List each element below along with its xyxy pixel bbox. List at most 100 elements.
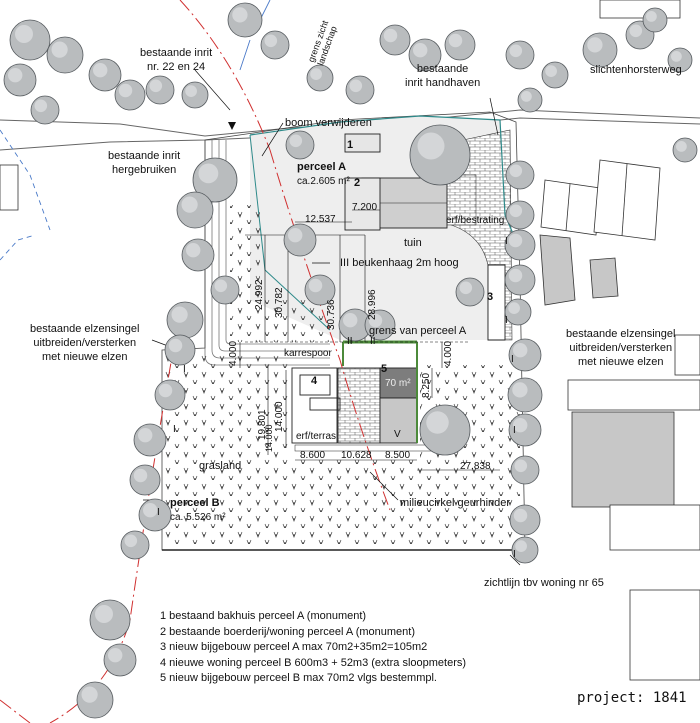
dim-10628: 10.628 <box>341 450 372 461</box>
dim-14000-b: 14.000 <box>264 424 274 452</box>
tree-mark-ii-1: II <box>347 336 353 347</box>
tree-mark-i-2: I <box>505 315 508 326</box>
tree-canopy-highlight <box>513 418 528 433</box>
tree-canopy-highlight <box>81 686 98 703</box>
tree-canopy-highlight <box>138 428 153 443</box>
label-grass: grasland <box>199 460 242 472</box>
label-tree-remove: boom verwijderen <box>285 117 372 129</box>
label-number-1: 1 <box>347 139 354 151</box>
tree-canopy-highlight <box>149 79 163 93</box>
label-parcel-a: perceel A <box>297 161 347 173</box>
tree-canopy-highlight <box>368 313 383 328</box>
label-number-4: 4 <box>311 375 318 387</box>
dim-30782: 30.782 <box>274 287 285 318</box>
tree-canopy-highlight <box>232 7 248 23</box>
tree-canopy-highlight <box>417 132 445 160</box>
label-beech-hedge: III beukenhaag 2m hoog <box>340 257 459 269</box>
label-garden: tuin <box>404 237 422 249</box>
dim-4000-left: 4.000 <box>228 340 239 366</box>
tree-canopy-highlight <box>288 228 303 243</box>
tree-canopy-highlight <box>264 34 278 48</box>
tree-canopy-highlight <box>15 25 33 43</box>
label-number-5: 5 <box>381 363 388 375</box>
tree-mark-i-7: I <box>173 424 176 435</box>
dim-8250: 8.250 <box>421 372 432 398</box>
tree-canopy-highlight <box>521 91 532 102</box>
tree-mark-i-6: I <box>183 364 186 375</box>
tree-canopy-highlight <box>34 99 48 113</box>
tree-canopy-highlight <box>168 338 183 353</box>
tree-canopy-highlight <box>214 279 228 293</box>
tree-canopy-highlight <box>181 196 198 213</box>
tree-canopy-highlight <box>587 37 603 53</box>
label-yard-paving: erf/bestrating <box>446 215 505 226</box>
building-1-bakery <box>344 133 381 153</box>
tree-canopy-highlight <box>185 85 197 97</box>
tree-mark-i-1: I <box>505 236 508 247</box>
tree-canopy-highlight <box>108 648 123 663</box>
tree-canopy-highlight <box>509 164 523 178</box>
tree-canopy-highlight <box>343 313 358 328</box>
tree-canopy-highlight <box>513 508 528 523</box>
tree-canopy-highlight <box>508 233 523 248</box>
tree-canopy-highlight <box>413 43 428 58</box>
tree-canopy-highlight <box>629 24 643 38</box>
tree-canopy-highlight <box>545 65 557 77</box>
dim-8600: 8.600 <box>300 450 326 461</box>
tree-canopy-highlight <box>676 141 687 152</box>
label-road: slichtenhorsterweg <box>590 64 682 76</box>
dim-28996: 28.996 <box>367 289 378 320</box>
tree-canopy-highlight <box>671 51 682 62</box>
tree-canopy-highlight <box>133 468 148 483</box>
legend-item-1: 1 bestaand bakhuis perceel A (monument) <box>160 610 367 622</box>
tree-canopy-highlight <box>124 534 138 548</box>
dim-14000-a: 14.000 <box>274 401 285 432</box>
label-cart-track: karrespoor <box>284 348 332 359</box>
tree-canopy-highlight <box>198 163 219 184</box>
tree-canopy-highlight <box>383 28 398 43</box>
tree-canopy-highlight <box>514 459 528 473</box>
dim-7200: 7.200 <box>352 202 378 213</box>
tree-canopy-highlight <box>93 62 108 78</box>
tree-canopy-highlight <box>8 68 23 83</box>
tree-canopy-highlight <box>508 268 523 283</box>
tree-canopy-highlight <box>513 343 528 358</box>
label-parcel-a-area: ca.2.605 m² <box>297 176 350 187</box>
label-number-2: 2 <box>354 177 361 189</box>
tree-canopy-highlight <box>646 11 657 22</box>
tree-canopy-highlight <box>509 204 523 218</box>
legend-item-5: 5 nieuw bijgebouw perceel B max 70m2 vlg… <box>160 672 437 684</box>
parcel-b-grass <box>165 205 520 547</box>
label-odour-circle: milieucirkel geurhinder <box>400 497 511 509</box>
tree-canopy-highlight <box>512 382 528 398</box>
tree-mark-ii-2: II <box>370 336 376 347</box>
label-parcel-b: perceel B <box>170 497 220 509</box>
legend-item-2: 2 bestaande boerderij/woning perceel A (… <box>160 625 415 638</box>
tree-canopy-highlight <box>171 306 188 323</box>
dim-4000-right: 4.000 <box>443 340 454 366</box>
tree-canopy-highlight <box>459 281 473 295</box>
dim-30736: 30.736 <box>326 299 337 330</box>
label-area-70: 70 m² <box>385 378 411 389</box>
tree-canopy-highlight <box>95 605 113 623</box>
label-sightline: zichtlijn tbv woning nr 65 <box>484 577 604 589</box>
buildings <box>291 133 506 452</box>
tree-canopy-highlight <box>349 79 363 93</box>
tree-canopy-highlight <box>143 503 158 518</box>
dim-8500: 8.500 <box>385 450 411 461</box>
tree-canopy-highlight <box>310 68 322 80</box>
label-terrace: erf/terras <box>296 431 337 442</box>
tree-canopy-highlight <box>308 278 323 293</box>
tree-canopy-highlight <box>51 41 68 58</box>
label-number-3: 3 <box>487 291 494 303</box>
building-3-annex <box>487 264 506 341</box>
tree-canopy-highlight <box>158 383 173 398</box>
dim-12537: 12.537 <box>305 214 336 225</box>
entrance-arrow-icon <box>228 122 236 130</box>
building-4-house <box>291 367 338 444</box>
tree-group <box>3 2 698 719</box>
tree-mark-i-8: I <box>157 507 160 518</box>
